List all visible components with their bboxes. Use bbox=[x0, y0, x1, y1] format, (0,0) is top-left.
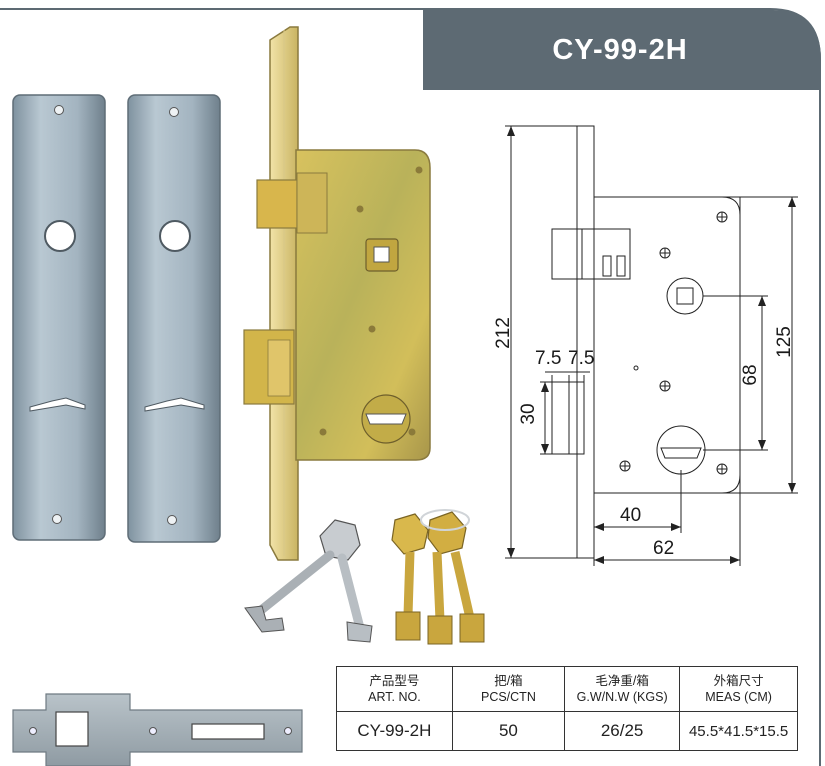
dim-height-total: 212 bbox=[493, 317, 514, 349]
spec-data-row: CY-99-2H 50 26/25 45.5*41.5*15.5 bbox=[336, 711, 798, 751]
cell-meas: 45.5*41.5*15.5 bbox=[679, 711, 798, 751]
technical-drawing bbox=[505, 125, 798, 566]
strike-plate bbox=[12, 693, 303, 766]
product-title: CY-99-2H bbox=[552, 34, 688, 66]
title-bar bbox=[423, 10, 821, 90]
dim-case-depth: 62 bbox=[653, 538, 675, 559]
silver-keys bbox=[244, 519, 373, 643]
escutcheon-plate-right bbox=[127, 94, 221, 543]
dim-height-case: 125 bbox=[774, 326, 795, 358]
brass-keys bbox=[391, 509, 485, 645]
dim-follower-to-keyhole: 68 bbox=[740, 364, 761, 386]
cell-weight: 26/25 bbox=[564, 711, 681, 751]
dim-bolt-a: 7.5 bbox=[535, 348, 562, 369]
mortise-lock-body bbox=[243, 26, 431, 561]
cell-art-no: CY-99-2H bbox=[336, 711, 453, 751]
escutcheon-plate-left bbox=[12, 94, 106, 541]
dim-backset: 40 bbox=[620, 505, 642, 526]
dim-bolt-b: 7.5 bbox=[568, 348, 595, 369]
dimension-arrows bbox=[507, 126, 796, 564]
cell-pcs-ctn: 50 bbox=[451, 711, 566, 751]
dim-strike-width: 30 bbox=[518, 403, 539, 425]
